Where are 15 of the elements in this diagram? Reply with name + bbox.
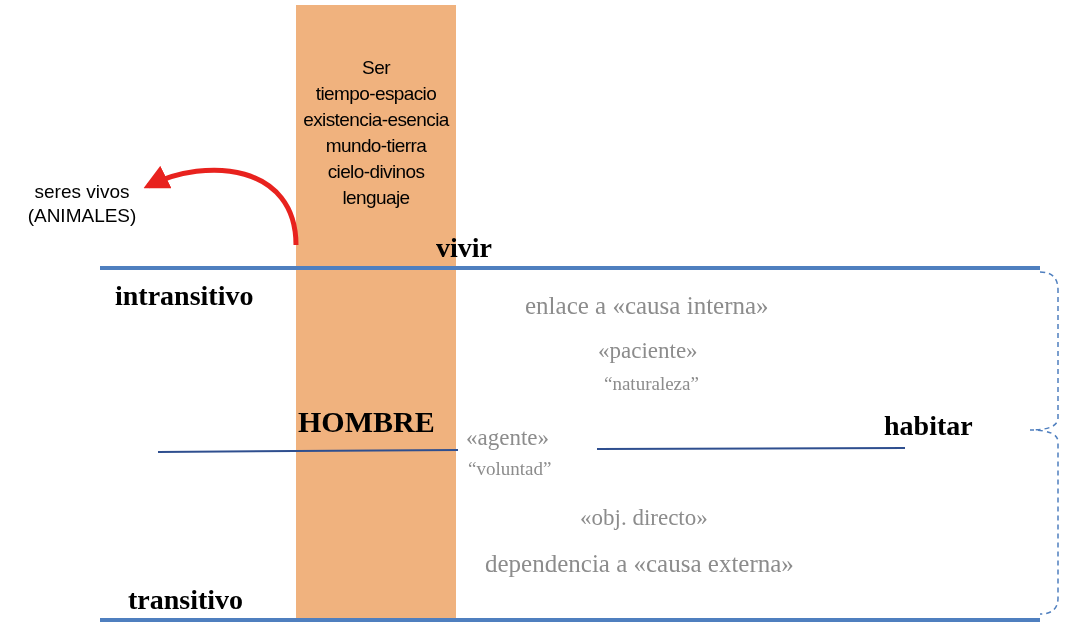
curved-arrow [143,166,299,246]
role-description: enlace a «causa interna» [525,292,769,320]
role-description: dependencia a «causa externa» [485,550,794,578]
verb-label: habitar [884,410,973,442]
role-note: “naturaleza” [604,373,699,395]
concept-list: Ser tiempo-espacio existencia-esencia mundo-tierra cielo-divinos lenguaje [296,55,456,211]
role-label: «obj. directo» [580,505,708,531]
verb-label: vivir [436,232,492,264]
role-note: “voluntad” [468,458,552,480]
role-label: «agente» [466,425,549,451]
verb-type-label: transitivo [128,584,244,616]
band-heading: HOMBRE [298,405,435,439]
verb-type-label: intransitivo [115,280,254,312]
text-label: seres vivos (ANIMALES) [18,180,146,228]
role-label: «paciente» [598,338,698,364]
